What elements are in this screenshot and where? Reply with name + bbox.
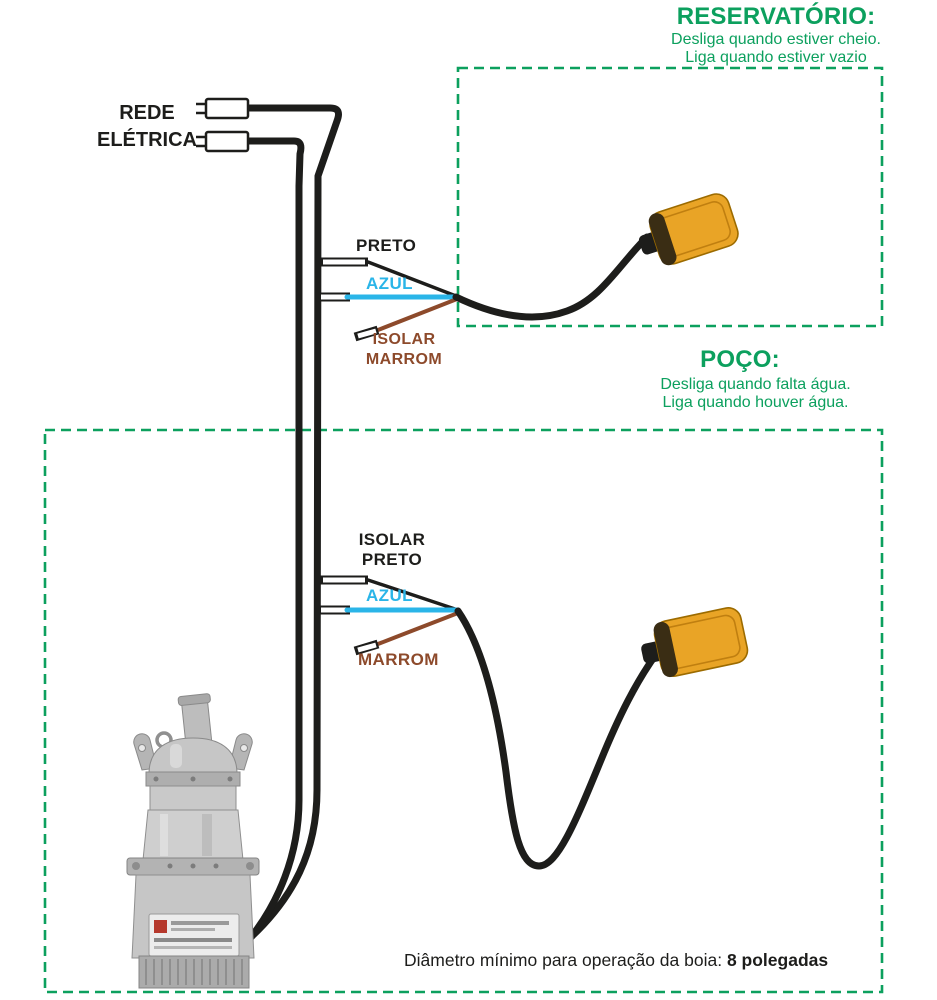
well-title: POÇO: [700,346,780,373]
pump-label-plate [148,913,240,957]
power-cable-1 [244,104,342,942]
footer-note-highlight: 8 polegadas [726,950,829,970]
footer-note-text: Diâmetro mínimo para operação da boia: [404,950,727,970]
power-label-line2: ELÉTRICA [97,129,197,151]
reservoir-zone-box [456,66,884,328]
plug-icon [196,97,250,120]
isolar-line: ISOLAR [372,331,436,348]
reservoir-junction-wires [318,233,651,342]
wire-label-preto: PRETO [356,236,417,255]
pump-base [138,955,250,989]
power-label-line1: REDE [119,102,175,124]
well-zone-box [43,428,884,994]
well-note-line1: Desliga quando falta água. [660,376,851,393]
well-note-line2: Liga quando houver água. [662,394,849,411]
marrom-line: MARROM [365,351,443,368]
float-switch-well [641,607,749,678]
wire-label-isolar-preto: ISOLAR PRETO [344,530,440,570]
wire-label-isolar-marrom: ISOLAR MARROM [356,330,452,370]
power-label: REDE ELÉTRICA [86,100,208,154]
pump [126,693,260,989]
footer-note: Diâmetro mínimo para operação da boia: 8… [404,950,828,971]
reservoir-note-line2: Liga quando estiver vazio [685,49,867,66]
float-switch-reservoir [638,193,739,266]
wire-label-azul-well: AZUL [366,586,413,605]
isolar-line: ISOLAR [358,530,426,549]
reservoir-note-line1: Desliga quando estiver cheio. [671,31,881,48]
plug-icon [196,130,250,153]
well-junction-wires [318,575,661,870]
power-cable-2 [238,137,305,952]
reservoir-title: RESERVATÓRIO: [676,3,876,30]
wire-label-azul-reservoir: AZUL [366,274,413,293]
wire-label-marrom: MARROM [358,650,439,669]
preto-line: PRETO [361,550,423,569]
